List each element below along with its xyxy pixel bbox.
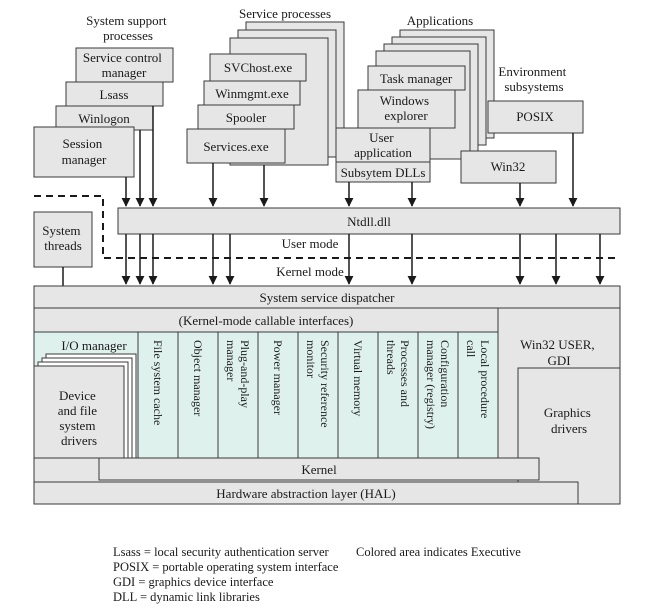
- executive-column: [457, 331, 499, 459]
- io-manager-label: I/O manager: [61, 338, 127, 353]
- executive-column-label: Local procedurecall: [464, 340, 492, 418]
- arrows-to-dispatcher: [58, 133, 605, 305]
- executive-column: [297, 331, 339, 459]
- services-exe-box: [186, 128, 286, 164]
- group-title-service-processes: Service processes: [239, 6, 331, 21]
- system-support-stack: Service control manager Lsass Winlogon S…: [33, 47, 174, 178]
- svg-text:Task manager: Task manager: [380, 71, 453, 86]
- svg-text:Device and file sy: Device and file system drivers: [58, 388, 101, 448]
- windows-explorer-box: [357, 89, 456, 129]
- legend-lsass: Lsass = local security authentication se…: [113, 545, 329, 559]
- winlogon-box: [55, 105, 154, 131]
- executive-column: [217, 331, 259, 459]
- system-threads-box: [33, 211, 93, 268]
- user-kernel-boundary: [34, 195, 620, 259]
- executive-column-label: Configurationmanager (registry): [424, 340, 452, 429]
- legend-dll: DLL = dynamic link libraries: [113, 590, 260, 604]
- group-title-environment-subsystems: Environment subsystems: [498, 64, 569, 94]
- executive-column-label: Object manager: [191, 340, 205, 416]
- svg-text:Windows explorer: Windows explorer: [380, 93, 433, 123]
- service-processes-stack: SVChost.exe Winmgmt.exe Spooler Services…: [186, 21, 345, 166]
- svg-text:Subsytem DLLs: Subsytem DLLs: [341, 165, 426, 180]
- executive-column: [377, 331, 419, 459]
- subsystem-dlls-box: [335, 161, 431, 183]
- graphics-drivers-box: [517, 367, 621, 505]
- executive-column: [177, 331, 219, 459]
- svg-text:SVChost.exe: SVChost.exe: [224, 60, 292, 75]
- executive-column-label: Power manager: [271, 340, 285, 415]
- svg-text:Services.exe: Services.exe: [203, 139, 269, 154]
- win32-user-gdi-label: Win32 USER, GDI: [520, 337, 598, 368]
- session-manager-box: [33, 126, 135, 178]
- svg-text:Lsass: Lsass: [100, 87, 129, 102]
- lsass-box: [65, 81, 164, 107]
- ntdll-box: [117, 207, 621, 235]
- system-service-dispatcher: System service dispatcher: [259, 290, 395, 305]
- device-file-system-drivers-box: [33, 365, 125, 459]
- service-control-manager-box: [75, 47, 174, 83]
- svg-text:Ntdll.dll: Ntdll.dll: [347, 214, 391, 229]
- legend-gdi: GDI = graphics device interface: [113, 575, 274, 589]
- executive-column: [337, 331, 379, 459]
- svg-text:Graphics drivers: Graphics drivers: [544, 405, 594, 436]
- win32-box: [460, 150, 557, 184]
- executive-columns: File system cache Object manager Plug-and-…: [137, 331, 499, 459]
- svg-text:Winlogon: Winlogon: [78, 111, 130, 126]
- svg-text:Winmgmt.exe: Winmgmt.exe: [215, 86, 289, 101]
- group-title-system-support: System support processes: [86, 13, 170, 43]
- svg-text:User application: User application: [354, 130, 412, 160]
- applications-stack: Task manager Windows explorer User appli…: [335, 29, 495, 183]
- kernel-mode-label: Kernel mode: [276, 264, 344, 279]
- svg-text:Kernel: Kernel: [301, 462, 337, 477]
- svg-text:Hardware abstraction layer (HA: Hardware abstraction layer (HAL): [216, 486, 395, 501]
- svg-text:Session manager: Session manager: [62, 136, 107, 167]
- hal-box: [33, 481, 579, 505]
- legend-executive-note: Colored area indicates Executive: [356, 545, 521, 559]
- svg-text:Service control manager: Service control manager: [83, 50, 165, 80]
- executive-column: [137, 331, 179, 459]
- executive-column-label: Plug-and-playmanager: [224, 340, 252, 408]
- executive-column-label: Processes andthreads: [384, 340, 412, 407]
- winmgmt-box: [203, 80, 301, 106]
- posix-box: [487, 100, 584, 134]
- executive-column: [417, 331, 459, 459]
- executive-column-label: Security referencemonitor: [304, 340, 332, 428]
- executive-column-label: Virtual memory: [351, 340, 365, 416]
- group-title-applications: Applications: [407, 13, 473, 28]
- svg-text:Spooler: Spooler: [226, 110, 267, 125]
- svg-text:System threads: System threads: [42, 223, 84, 253]
- executive-column-label: File system cache: [151, 340, 165, 425]
- device-drivers-stack: Device and file system drivers: [33, 353, 137, 459]
- user-mode-label: User mode: [282, 236, 339, 251]
- svg-text:POSIX: POSIX: [516, 109, 554, 124]
- svg-text:(Kernel-mode callable interfac: (Kernel-mode callable interfaces): [179, 313, 354, 328]
- legend-abbreviations: Lsass = local security authentication se…: [113, 545, 338, 605]
- kernel-box: [98, 457, 540, 481]
- arrows-to-ntdll: [121, 106, 417, 207]
- svg-text:Win32: Win32: [491, 159, 526, 174]
- legend-posix: POSIX = portable operating system interf…: [113, 560, 339, 574]
- user-application-box: [335, 127, 431, 163]
